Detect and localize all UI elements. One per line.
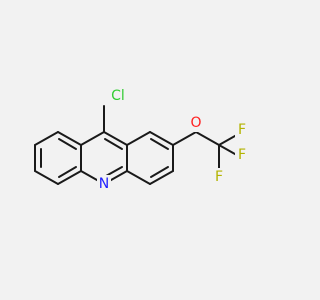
atom-label-cl: Cl	[111, 88, 125, 104]
bond	[172, 131, 197, 146]
atom-label-layer: Cl N O F F F	[97, 87, 249, 193]
bond	[104, 138, 123, 150]
bond	[80, 131, 105, 146]
atom-nitrogen: N	[97, 175, 111, 193]
atom-chlorine: Cl	[107, 87, 129, 105]
atom-oxygen: O	[189, 114, 203, 132]
atom-label-f3: F	[238, 147, 246, 163]
bond	[58, 138, 77, 150]
bond	[150, 138, 169, 150]
atom-label-f2: F	[215, 169, 223, 185]
bond	[126, 131, 151, 146]
bond	[34, 131, 59, 146]
bond	[149, 131, 174, 146]
atom-label-n: N	[99, 176, 109, 192]
bond	[58, 166, 77, 178]
atom-fluorine-2: F	[212, 168, 226, 186]
bond	[57, 170, 82, 185]
atom-fluorine-3: F	[235, 146, 249, 164]
atom-label-f1: F	[238, 122, 246, 138]
bond	[105, 166, 123, 177]
bond	[150, 166, 169, 178]
bond	[103, 131, 128, 146]
bond	[57, 131, 82, 146]
molecule-structure: Cl N O F F F	[34, 87, 249, 193]
bond	[126, 170, 151, 185]
bond	[34, 170, 59, 185]
bond-layer	[34, 105, 243, 185]
bond	[195, 131, 220, 146]
bond	[149, 170, 174, 185]
atom-fluorine-1: F	[235, 121, 249, 139]
atom-label-o: O	[190, 115, 201, 131]
